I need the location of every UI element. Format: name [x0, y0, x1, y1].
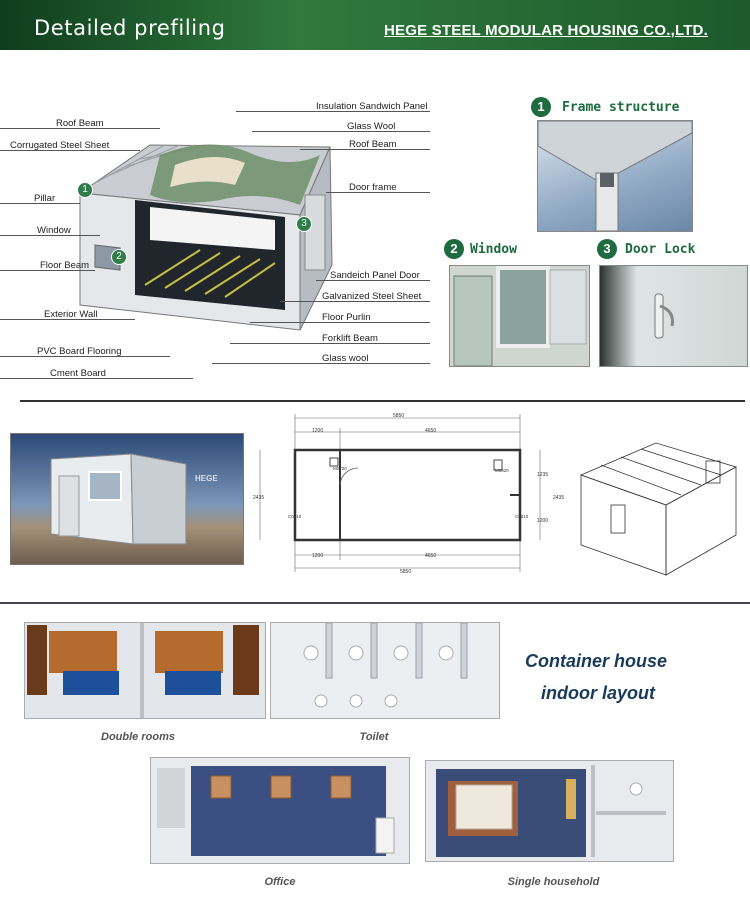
office-graphic: [151, 758, 409, 863]
dim-right-bottom: 1200: [537, 518, 549, 524]
dim-top-left: 1200: [312, 428, 324, 434]
dim-left-height: 2435: [253, 495, 265, 501]
window-label: C0810: [515, 514, 529, 519]
leader-line: [0, 235, 100, 236]
dim-bottom-total: 5850: [400, 569, 412, 575]
leader-line: [0, 356, 170, 357]
marker-2: 2: [111, 249, 127, 265]
label-glass-wool-bottom: Glass wool: [322, 353, 369, 364]
marker-3: 3: [296, 216, 312, 232]
container-structure-diagram: [78, 144, 333, 331]
dim-top-total: 5850: [393, 413, 405, 419]
leader-line: [212, 363, 430, 364]
label-forklift-beam: Forklift Beam: [322, 333, 378, 344]
dim-right-top: 1235: [537, 472, 549, 478]
detail-title-frame-structure: Frame structure: [562, 100, 680, 115]
container-wireframe-drawing: [579, 442, 738, 576]
caption-double-rooms: Double rooms: [101, 731, 175, 743]
label-corrugated-steel-sheet: Corrugated Steel Sheet: [10, 140, 110, 151]
leader-line: [0, 270, 95, 271]
detail-title-window: Window: [470, 242, 517, 257]
section-divider: [0, 602, 750, 604]
frame-corner-graphic: [537, 120, 693, 232]
window-graphic: [453, 266, 587, 367]
label-sandeich-panel-door: Sandeich Panel Door: [330, 270, 420, 281]
leader-line: [0, 203, 80, 204]
label-roof-beam-left: Roof Beam: [56, 118, 104, 129]
leader-line: [230, 343, 430, 344]
leader-line: [316, 280, 430, 281]
detail-number-1: 1: [531, 97, 551, 117]
leader-line: [250, 322, 430, 323]
leader-line: [0, 150, 140, 151]
container-render-photo: [10, 433, 244, 565]
door-label: M0720: [333, 466, 347, 471]
floor-plan-drawing: [259, 414, 541, 572]
label-floor-beam: Floor Beam: [40, 260, 90, 271]
label-pillar: Pillar: [34, 193, 56, 204]
detail-number-2: 2: [444, 239, 464, 259]
window-label: C0810: [288, 514, 302, 519]
double-rooms-graphic: [25, 623, 265, 718]
dim-right-height: 2435: [553, 495, 565, 501]
label-cment-board: Cment Board: [50, 368, 106, 379]
dim-top-right: 4650: [425, 428, 437, 434]
double-rooms-render: [24, 622, 266, 719]
single-household-graphic: [426, 761, 673, 861]
toilet-render: [270, 622, 500, 719]
door-handle-graphic: [654, 293, 674, 339]
leader-line: [0, 378, 193, 379]
label-window: Window: [37, 225, 71, 236]
leader-line: [280, 301, 430, 302]
label-exterior-wall: Exterior Wall: [44, 309, 98, 320]
dim-bottom-right: 4650: [425, 553, 437, 559]
window-photo: [449, 265, 590, 367]
single-household-render: [425, 760, 674, 862]
caption-office: Office: [264, 876, 296, 888]
frame-structure-photo: [537, 120, 693, 232]
label-floor-purlin: Floor Purlin: [322, 312, 371, 323]
render-logo: HEGE: [195, 474, 218, 483]
label-glass-wool-top: Glass Wool: [347, 121, 396, 132]
office-render: [150, 757, 410, 864]
leader-line: [326, 192, 430, 193]
caption-single-household: Single household: [507, 876, 600, 888]
detail-title-door-lock: Door Lock: [625, 242, 696, 257]
container-render-graphic: [50, 453, 187, 545]
door-label: M0820: [495, 468, 509, 473]
section-divider: [20, 400, 745, 402]
door-lock-photo: [599, 265, 748, 367]
leader-line: [300, 149, 430, 150]
label-pvc-board-flooring: PVC Board Flooring: [37, 346, 122, 357]
marker-1: 1: [77, 182, 93, 198]
layout-title-line-2: indoor layout: [541, 683, 655, 703]
toilet-graphic: [271, 622, 499, 718]
company-name: HEGE STEEL MODULAR HOUSING CO.,LTD.: [384, 22, 708, 39]
dim-bottom-left: 1200: [312, 553, 324, 559]
leader-line: [252, 131, 430, 132]
label-insulation-sandwich-panel: Insulation Sandwich Panel: [316, 101, 428, 112]
leader-line: [236, 111, 430, 112]
caption-toilet: Toilet: [359, 731, 389, 743]
layout-title-line-1: Container house: [525, 651, 668, 671]
leader-line: [0, 319, 135, 320]
leader-line: [0, 128, 160, 129]
label-door-frame: Door frame: [349, 182, 397, 193]
page-title: Detailed prefiling: [34, 16, 226, 40]
label-roof-beam-right: Roof Beam: [349, 139, 397, 150]
label-galvanized-steel-sheet: Galvanized Steel Sheet: [322, 291, 422, 302]
detail-number-3: 3: [597, 239, 617, 259]
header-banner: [0, 0, 750, 50]
